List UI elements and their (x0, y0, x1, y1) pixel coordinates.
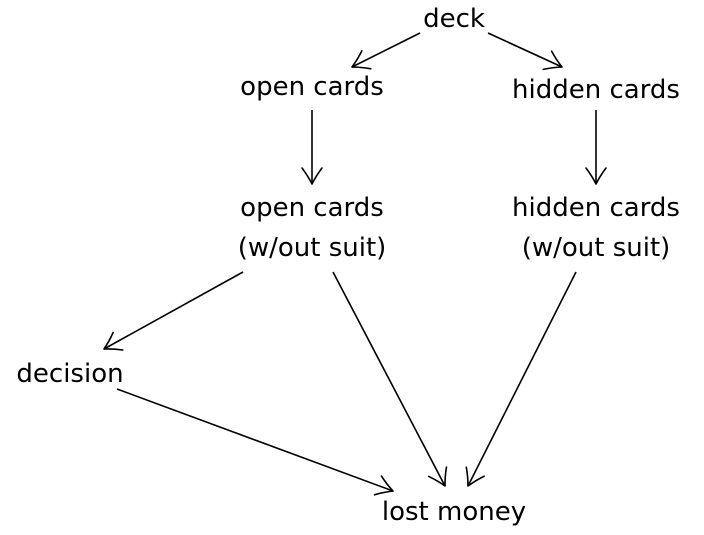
edge-open-cards-wo-suit-to-decision (103, 271, 244, 351)
edge-deck-to-open-cards (351, 32, 421, 70)
arrow-head-icon (542, 50, 563, 71)
arrow-head-icon (351, 50, 372, 70)
arrow-head-icon (465, 466, 485, 487)
edge-deck-to-hidden-cards (487, 32, 563, 71)
edges (103, 32, 607, 496)
node-decision: decision (16, 359, 123, 389)
arrow-head-icon (301, 167, 323, 185)
node-line-2: (w/out suit) (522, 233, 671, 263)
node-line-1: open cards (240, 193, 384, 223)
edge-open-cards-to-open-cards-wo-suit (301, 110, 323, 185)
edge-line (332, 271, 446, 487)
node-lost-money: lost money (382, 497, 526, 527)
nodes: deck open cards hidden cards open cards … (16, 4, 680, 527)
arrow-head-icon (427, 466, 448, 487)
edge-hidden-cards-wo-suit-to-lost-money (465, 271, 577, 487)
edge-open-cards-wo-suit-to-lost-money (332, 271, 448, 487)
node-deck: deck (423, 4, 485, 34)
arrow-head-icon (103, 331, 124, 351)
node-hidden-cards: hidden cards (512, 75, 680, 105)
node-open-cards-wo-suit: open cards (w/out suit) (238, 193, 387, 263)
node-line-1: hidden cards (512, 193, 680, 223)
node-hidden-cards-wo-suit: hidden cards (w/out suit) (512, 193, 680, 263)
edge-line (103, 271, 244, 350)
edge-line (487, 32, 563, 68)
edge-line (351, 32, 421, 68)
edge-hidden-cards-to-hidden-cards-wo-suit (585, 110, 607, 185)
arrow-head-icon (585, 167, 607, 185)
edge-line (467, 271, 577, 487)
edge-line (116, 388, 394, 492)
arrow-head-icon (373, 475, 394, 496)
edge-decision-to-lost-money (116, 388, 394, 496)
node-line-2: (w/out suit) (238, 233, 387, 263)
node-open-cards: open cards (240, 72, 384, 102)
